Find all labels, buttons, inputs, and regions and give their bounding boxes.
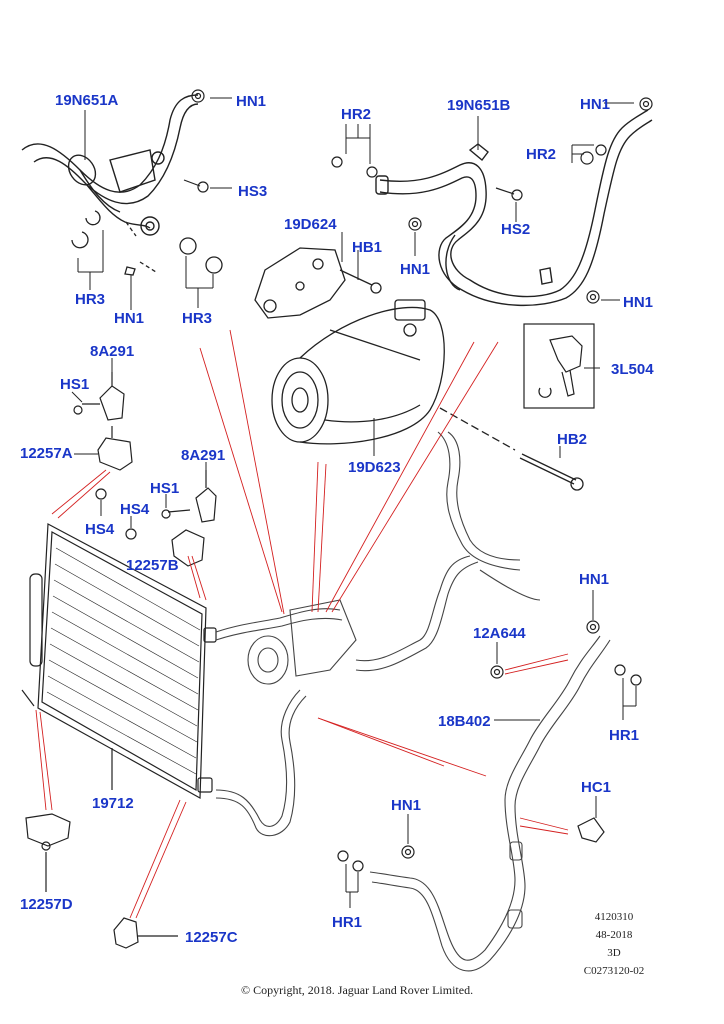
callout-hb1: HB1 [352, 239, 383, 256]
callout-19712: 19712 [92, 795, 134, 812]
o-rings-hr3 [71, 210, 223, 276]
callout-12a644: 12A644 [473, 625, 526, 642]
bolt-hb2 [439, 407, 584, 491]
fittings-hr2 [331, 97, 653, 304]
leader-lines-compressor [341, 232, 600, 458]
callout-hs1-top: HS1 [60, 376, 90, 393]
callout-hs1-mid: HS1 [150, 480, 180, 497]
callout-hr1-bottom: HR1 [332, 914, 363, 931]
callout-8a291-top: 8A291 [90, 343, 135, 360]
meta-drawing-number: 4120310 [594, 911, 634, 923]
ac-pipe-assembly [215, 431, 611, 972]
callout-hn1-left: HN1 [114, 310, 145, 327]
callout-8a291-mid: 8A291 [181, 447, 226, 464]
hose-19n651a [21, 94, 199, 236]
callout-12257d: 12257D [20, 896, 73, 913]
hose-19n651b [375, 109, 653, 307]
callout-hr2-right: HR2 [526, 146, 557, 163]
callout-hs3: HS3 [238, 183, 268, 200]
sensors-12257d-12257c [25, 813, 178, 949]
callout-hn1-bottom: HN1 [391, 797, 422, 814]
callout-hr3-left: HR3 [75, 291, 106, 308]
red-association-lines [35, 329, 569, 919]
mounts-8a291-12257 [73, 372, 217, 567]
screw-hs3 [183, 179, 209, 193]
callout-19d623: 19D623 [348, 459, 401, 476]
callout-18b402: 18B402 [438, 713, 491, 730]
callout-hc1: HC1 [581, 779, 612, 796]
callout-hn1-topright: HN1 [580, 96, 611, 113]
fittings-lower-right [337, 620, 642, 872]
leader-lines-top-left [77, 97, 232, 310]
nut-hn1-top [191, 89, 205, 103]
callout-hr1-right: HR1 [609, 727, 640, 744]
copyright-notice: © Copyright, 2018. Jaguar Land Rover Lim… [241, 983, 474, 997]
meta-view-type: 3D [607, 947, 621, 959]
compressor-19d623 [271, 299, 445, 445]
callout-hn1-top: HN1 [236, 93, 267, 110]
callout-hs2: HS2 [501, 221, 531, 238]
callout-19n651a: 19N651A [55, 92, 119, 109]
callout-3l504: 3L504 [611, 361, 654, 378]
callout-hr3-right: HR3 [182, 310, 213, 327]
callout-12257b: 12257B [126, 557, 179, 574]
leader-lines-lower-right [345, 590, 637, 908]
callout-hr2-top: HR2 [341, 106, 372, 123]
callout-19d624: 19D624 [284, 216, 337, 233]
callout-hn1-lowright: HN1 [579, 571, 610, 588]
condenser-19712 [21, 523, 217, 800]
callout-hn1-mid: HN1 [400, 261, 431, 278]
meta-reference-code: C0273120-02 [583, 965, 645, 977]
callout-hb2: HB2 [557, 431, 588, 448]
callout-hs4-mid: HS4 [120, 501, 150, 518]
callout-12257a: 12257A [20, 445, 73, 462]
leader-lines-top-right [345, 102, 634, 301]
leader-lines-mounts [71, 358, 207, 528]
inset-3l504 [523, 323, 595, 409]
callout-hs4-left: HS4 [85, 521, 115, 538]
meta-date-code: 48-2018 [595, 929, 633, 941]
drawing-meta: 4120310 48-2018 3D C0273120-02 [572, 908, 656, 980]
callout-19n651b: 19N651B [447, 97, 511, 114]
callout-12257c: 12257C [185, 929, 238, 946]
callout-hn1-right: HN1 [623, 294, 654, 311]
bracket-19d624 [254, 247, 382, 319]
